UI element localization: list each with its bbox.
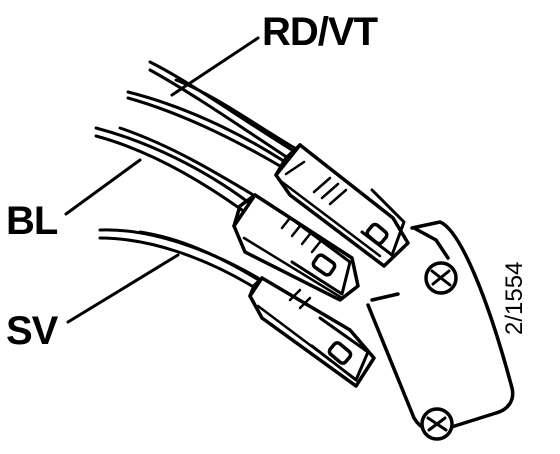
callout-sv: SV (6, 309, 58, 353)
leader-line-bl (64, 158, 142, 216)
callout-rdvt: RD/VT (262, 10, 378, 54)
leader-line-sv (66, 253, 180, 324)
wire-bundle-bottom (98, 228, 264, 288)
switch-body (366, 220, 515, 441)
connector-top (274, 143, 410, 268)
wire-bundle-middle (94, 126, 257, 212)
leader-line-rdvt (170, 36, 260, 97)
connector-bottom (248, 276, 376, 388)
wire-bundle-top (126, 60, 300, 168)
leader-lines (64, 36, 260, 324)
figure-number: 2/1554 (501, 261, 528, 335)
connector-middle (232, 193, 360, 302)
callout-bl: BL (6, 199, 58, 243)
